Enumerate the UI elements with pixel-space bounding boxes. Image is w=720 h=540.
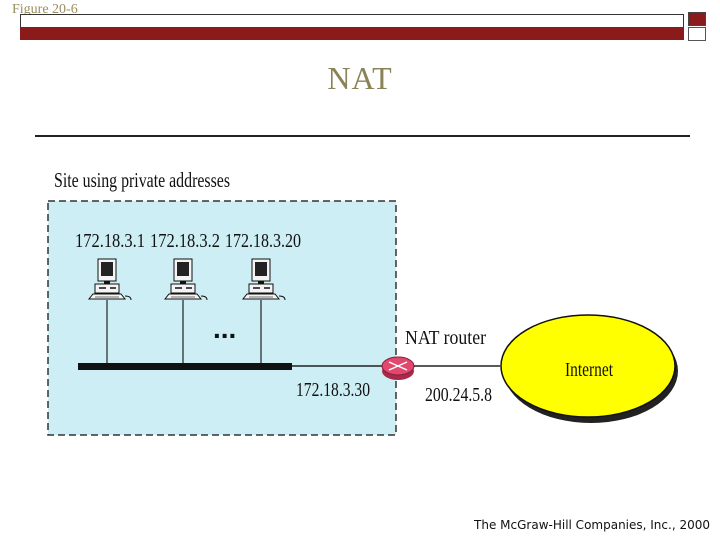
- host-address-3: 172.18.3.20: [225, 230, 301, 252]
- internet-label: Internet: [565, 359, 613, 381]
- nat-router-label: NAT router: [405, 327, 486, 349]
- copyright-footer: The McGraw-Hill Companies, Inc., 2000: [474, 518, 710, 532]
- lan-backbone: [78, 363, 292, 370]
- more-hosts-ellipsis: ...: [213, 313, 236, 344]
- host-address-1: 172.18.3.1: [75, 230, 145, 252]
- router-private-address: 172.18.3.30: [296, 379, 370, 401]
- host-address-2: 172.18.3.2: [150, 230, 220, 252]
- router-public-address: 200.24.5.8: [425, 384, 492, 406]
- site-label: Site using private addresses: [54, 168, 230, 192]
- nat-router-icon: [382, 357, 414, 380]
